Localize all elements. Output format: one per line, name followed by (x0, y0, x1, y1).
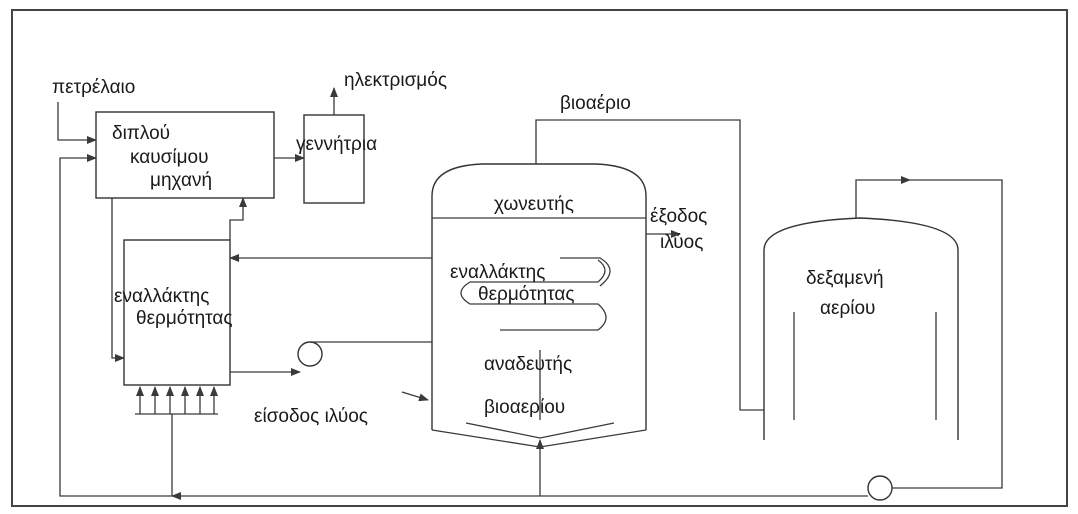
gas-tank-label-line1: δεξαμενή (806, 268, 884, 289)
outer-frame (11, 9, 1068, 507)
dual-fuel-engine-box (95, 111, 275, 199)
biogas-bottom-label: βιοαερίου (484, 397, 565, 418)
hx-left-label-line2: θερμότητας (136, 308, 233, 329)
biogas-to-engine-line (59, 154, 172, 497)
hx-coil-label-line2: θερμότητας (478, 284, 575, 305)
generator-label: γεννήτρια (296, 134, 377, 155)
biogas-distributor (465, 422, 615, 439)
biogas-to-tank-line (535, 119, 791, 414)
heating-coil (460, 259, 607, 331)
burner-arrows (135, 386, 218, 415)
oil-label: πετρέλαιο (52, 77, 135, 98)
hx-left-label-line1: εναλλάκτης (114, 286, 209, 307)
oil-feed-line (57, 102, 97, 144)
sludge-inlet-arrow (401, 391, 429, 402)
digester-vessel (431, 163, 647, 430)
digester-bottom (431, 429, 647, 448)
tank-return-line (890, 179, 1003, 489)
engine-label-line1: διπλού (112, 123, 170, 144)
heating-coil-top (560, 257, 611, 287)
gas-tank-vessel (763, 217, 959, 440)
biogas-top-label: βιοαέριο (560, 93, 631, 114)
engine-label-line2: καυσίμου (130, 147, 209, 168)
return-pump-icon (867, 475, 893, 501)
engine-exhaust-line (111, 198, 125, 362)
digester-label: χωνευτής (494, 194, 574, 215)
engine-label-line3: μηχανή (150, 170, 212, 191)
sludge-outlet-label-line1: έξοδος (650, 206, 707, 227)
circulation-pump-icon (297, 341, 323, 367)
sludge-outlet-label-line2: ιλύος (660, 232, 703, 253)
tank-top-outlet (855, 176, 911, 218)
electricity-label: ηλεκτρισμός (344, 70, 447, 91)
cooling-return-line (229, 197, 247, 240)
agitator-label: αναδευτής (484, 354, 572, 375)
gas-tank-label-line2: αερίου (820, 298, 875, 319)
generator-box (303, 114, 365, 204)
heat-exchanger-box (123, 239, 231, 386)
sludge-inlet-label: είσοδος ιλύος (254, 406, 368, 427)
hx-coil-label-line1: εναλλάκτης (450, 262, 545, 283)
